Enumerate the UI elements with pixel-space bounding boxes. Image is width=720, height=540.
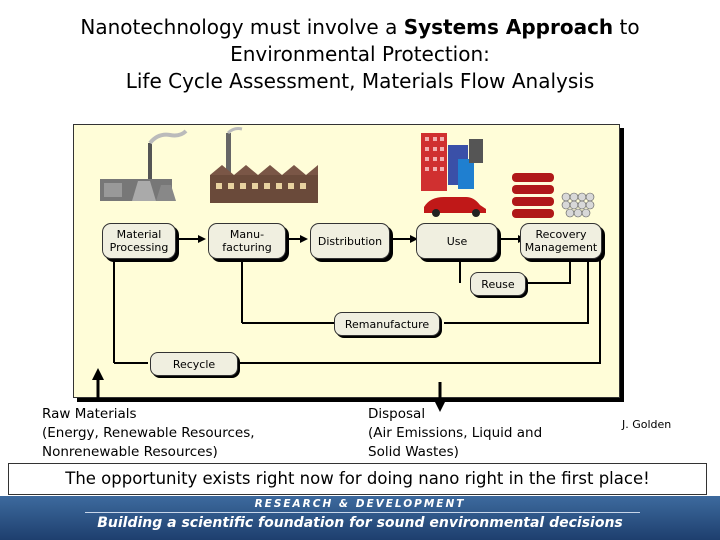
title-line-1: Nanotechnology must involve a Systems Ap… [80,15,640,39]
title-line-2: Environmental Protection: [230,42,490,66]
loop-reuse: Reuse [470,272,526,296]
loop-recycle: Recycle [150,352,238,376]
footer-divider [85,512,640,513]
life-cycle-diagram: Material Processing Manu-facturing Distr… [73,124,620,398]
stage-distribution: Distribution [310,223,390,259]
diagram-graphics [100,127,601,364]
mining-plant-icon [100,129,188,201]
title-emphasis: Systems Approach [403,15,614,39]
title-line-3: Life Cycle Assessment, Materials Flow An… [125,69,595,93]
recycled-parts-icon [561,192,595,218]
author-credit: J. Golden [622,418,672,431]
disposal-arrow [434,400,446,412]
footer-banner: RESEARCH & DEVELOPMENT Building a scient… [0,496,720,540]
stage-recovery-management: Recovery Management [520,223,602,259]
stage-material-processing: Material Processing [102,223,176,259]
footer-research-label: RESEARCH & DEVELOPMENT [254,498,466,510]
car-icon [424,197,486,217]
stage-use: Use [416,223,498,259]
building-icon [421,133,483,191]
disposal-text: Disposal (Air Emissions, Liquid and Soli… [368,406,543,460]
stage-manufacturing: Manu-facturing [208,223,286,259]
footer-tagline: Building a scientific foundation for sou… [97,515,623,531]
loop-remanufacture: Remanufacture [334,312,440,336]
factory-icon [210,127,318,203]
raw-materials-text: Raw Materials (Energy, Renewable Resourc… [42,406,255,460]
slide-title: Nanotechnology must involve a Systems Ap… [0,14,720,95]
raw-materials-arrow [92,368,104,380]
scrap-cars-icon [512,173,554,218]
opportunity-banner: The opportunity exists right now for doi… [8,463,707,495]
flow-arrows [113,238,601,364]
